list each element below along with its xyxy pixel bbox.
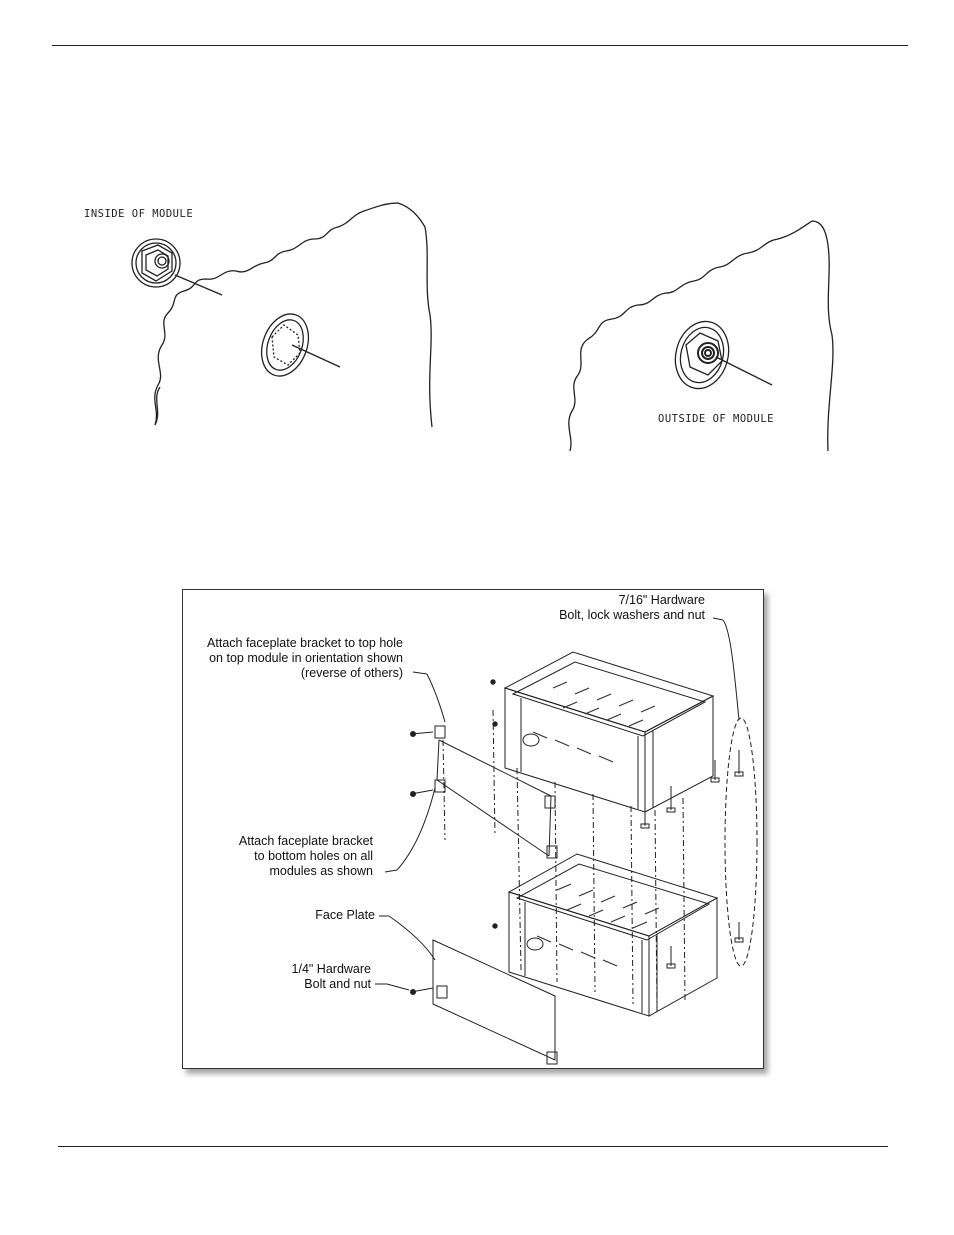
callout-line: Bolt, lock washers and nut	[559, 608, 705, 622]
callout-line: modules as shown	[269, 864, 373, 878]
footer-rule	[58, 1146, 888, 1147]
module-stacking-figure: 7/16" Hardware Bolt, lock washers and nu…	[182, 589, 764, 1069]
outside-module-sketch: OUTSIDE OF MODULE	[560, 215, 850, 455]
callout-line: Face Plate	[315, 908, 375, 922]
callout-line: (reverse of others)	[300, 666, 403, 680]
inside-module-label: INSIDE OF MODULE	[84, 208, 194, 220]
inside-module-sketch: INSIDE OF MODULE	[80, 195, 440, 435]
callout-line: Attach faceplate bracket	[238, 834, 373, 848]
callout-line: 1/4" Hardware	[291, 962, 371, 976]
callout-top-bracket: Attach faceplate bracket to top hole on …	[207, 636, 403, 681]
outside-module-label: OUTSIDE OF MODULE	[658, 413, 774, 425]
header-rule	[52, 45, 908, 46]
outside-module-drawing	[568, 220, 834, 452]
callout-line: to bottom holes on all	[254, 849, 373, 863]
callout-line: on top module in orientation shown	[209, 651, 403, 665]
callout-face-plate: Face Plate	[315, 908, 375, 923]
callout-line: Attach faceplate bracket to top hole	[207, 636, 403, 650]
callout-1-4-hardware: 1/4" Hardware Bolt and nut	[292, 962, 371, 992]
inside-module-drawing	[131, 202, 433, 428]
module-stacking-drawing	[375, 617, 758, 1065]
callout-line: Bolt and nut	[304, 977, 371, 991]
callout-7-16-hardware: 7/16" Hardware Bolt, lock washers and nu…	[559, 593, 705, 623]
callout-bottom-bracket: Attach faceplate bracket to bottom holes…	[239, 834, 373, 879]
callout-line: 7/16" Hardware	[618, 593, 705, 607]
